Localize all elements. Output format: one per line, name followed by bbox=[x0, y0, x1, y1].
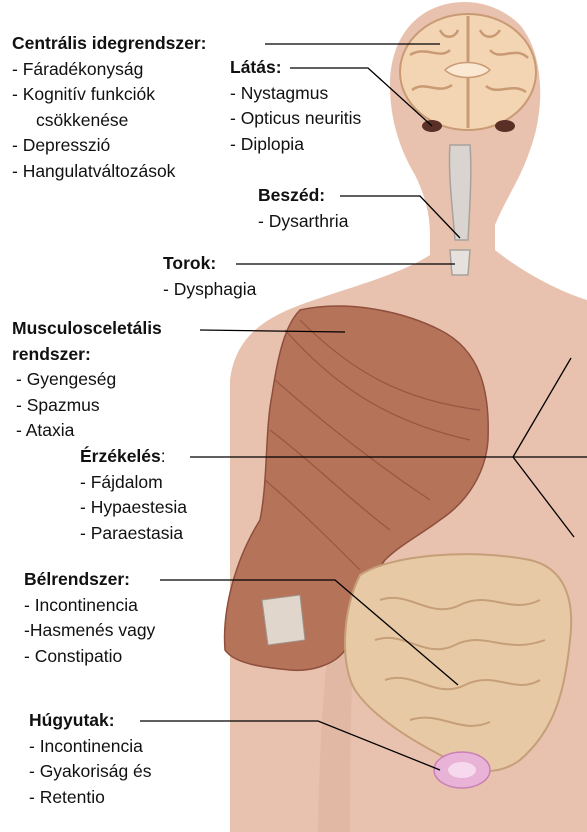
cns-group: Centrális idegrendszer: - Fáradékonyság … bbox=[12, 31, 207, 184]
bowel-group: Bélrendszer: - Incontinencia -Hasmenés v… bbox=[24, 567, 155, 669]
musculo-title-line1: Musculosceletális bbox=[12, 316, 162, 342]
cns-item-continuation: csökkenése bbox=[12, 108, 207, 134]
speech-title: Beszéd: bbox=[258, 183, 348, 209]
urinary-item: - Incontinencia bbox=[29, 734, 152, 760]
vision-group: Látás: - Nystagmus - Opticus neuritis - … bbox=[230, 55, 361, 157]
throat-item: - Dysphagia bbox=[163, 277, 256, 303]
sensation-item: - Hypaestesia bbox=[80, 495, 187, 521]
urinary-group: Húgyutak: - Incontinencia - Gyakoriság é… bbox=[29, 708, 152, 810]
musculo-item: - Ataxia bbox=[12, 418, 162, 444]
urinary-item: - Gyakoriság és bbox=[29, 759, 152, 785]
vision-item: - Nystagmus bbox=[230, 81, 361, 107]
cns-item: - Depresszió bbox=[12, 133, 207, 159]
sensation-item: - Fájdalom bbox=[80, 470, 187, 496]
cns-item: - Fáradékonyság bbox=[12, 57, 207, 83]
vision-title: Látás: bbox=[230, 55, 361, 81]
cns-item: - Kognitív funkciók bbox=[12, 82, 207, 108]
cns-title: Centrális idegrendszer: bbox=[12, 31, 207, 57]
sensation-title-line: Érzékelés: bbox=[80, 444, 187, 470]
bowel-item: - Incontinencia bbox=[24, 593, 155, 619]
throat-group: Torok: - Dysphagia bbox=[163, 251, 256, 302]
throat-title: Torok: bbox=[163, 251, 256, 277]
vision-item: - Opticus neuritis bbox=[230, 106, 361, 132]
cns-item: - Hangulatváltozások bbox=[12, 159, 207, 185]
speech-item: - Dysarthria bbox=[258, 209, 348, 235]
larynx-drawing bbox=[449, 145, 470, 275]
sensation-group: Érzékelés: - Fájdalom - Hypaestesia - Pa… bbox=[80, 444, 187, 546]
sensation-title: Érzékelés bbox=[80, 446, 161, 466]
musculo-group: Musculosceletális rendszer: - Gyengeség … bbox=[12, 316, 162, 444]
musculo-item: - Gyengeség bbox=[12, 367, 162, 393]
musculo-title-line2: rendszer: bbox=[12, 342, 162, 368]
brain-drawing bbox=[400, 14, 536, 130]
bowel-item: -Hasmenés vagy bbox=[24, 618, 155, 644]
urinary-title: Húgyutak: bbox=[29, 708, 152, 734]
bladder-drawing bbox=[434, 752, 490, 788]
bowel-title: Bélrendszer: bbox=[24, 567, 155, 593]
speech-group: Beszéd: - Dysarthria bbox=[258, 183, 348, 234]
sensation-title-colon: : bbox=[161, 446, 166, 466]
vision-item: - Diplopia bbox=[230, 132, 361, 158]
sensation-item: - Paraestasia bbox=[80, 521, 187, 547]
bowel-item: - Constipatio bbox=[24, 644, 155, 670]
urinary-item: - Retentio bbox=[29, 785, 152, 811]
musculo-item: - Spazmus bbox=[12, 393, 162, 419]
